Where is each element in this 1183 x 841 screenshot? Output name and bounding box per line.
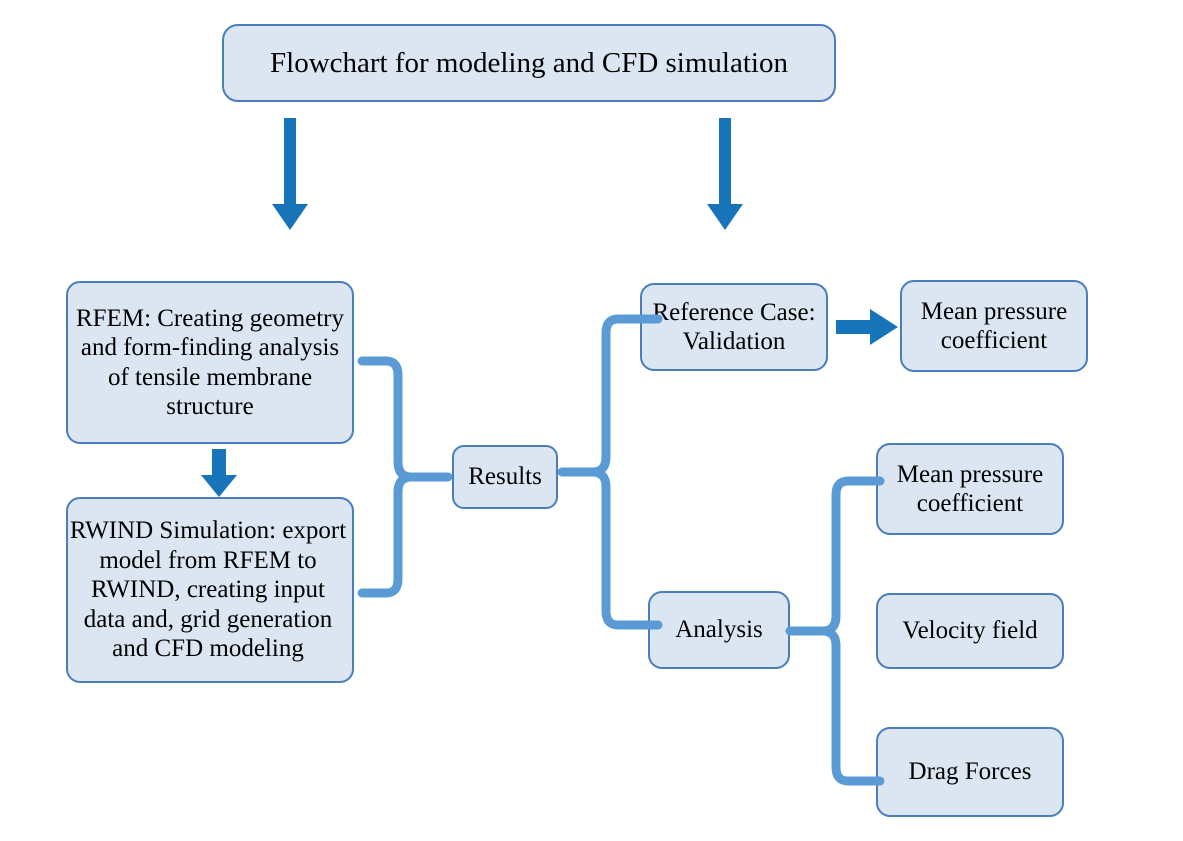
node-rwind[interactable]: RWIND Simulation: export model from RFEM…	[66, 497, 354, 683]
refcase-to-meanpressure-arrow	[836, 306, 898, 348]
node-rwind-label: RWIND Simulation: export model from RFEM…	[69, 517, 347, 663]
node-mean-pressure-coefficient-analysis-label: Mean pressure coefficient	[896, 460, 1044, 518]
node-mean-pressure-coefficient-analysis[interactable]: Mean pressure coefficient	[876, 443, 1064, 535]
node-mean-pressure-coefficient-validation[interactable]: Mean pressure coefficient	[900, 280, 1088, 372]
node-results[interactable]: Results	[452, 445, 558, 509]
node-velocity-field-label: Velocity field	[902, 617, 1038, 645]
node-rfem[interactable]: RFEM: Creating geometry and form-finding…	[66, 281, 354, 444]
node-results-label: Results	[468, 463, 542, 491]
node-title[interactable]: Flowchart for modeling and CFD simulatio…	[222, 24, 836, 102]
node-velocity-field[interactable]: Velocity field	[876, 593, 1064, 669]
node-drag-forces[interactable]: Drag Forces	[876, 727, 1064, 817]
node-analysis[interactable]: Analysis	[648, 591, 790, 669]
rfem-rwind-to-results-brace	[356, 350, 460, 610]
title-to-rfem-arrow	[264, 118, 316, 230]
node-reference-case-label: Reference Case: Validation	[652, 298, 816, 356]
results-to-branches-brace	[557, 308, 666, 642]
node-mean-pressure-coefficient-validation-label: Mean pressure coefficient	[920, 297, 1068, 355]
node-reference-case[interactable]: Reference Case: Validation	[640, 283, 828, 371]
node-title-label: Flowchart for modeling and CFD simulatio…	[270, 46, 788, 79]
rfem-to-rwind-arrow	[197, 449, 241, 497]
title-to-results-arrow	[699, 118, 751, 230]
node-rfem-label: RFEM: Creating geometry and form-finding…	[75, 304, 345, 421]
node-drag-forces-label: Drag Forces	[908, 758, 1032, 786]
analysis-to-outputs-brace	[785, 470, 886, 792]
node-analysis-label: Analysis	[675, 616, 763, 644]
